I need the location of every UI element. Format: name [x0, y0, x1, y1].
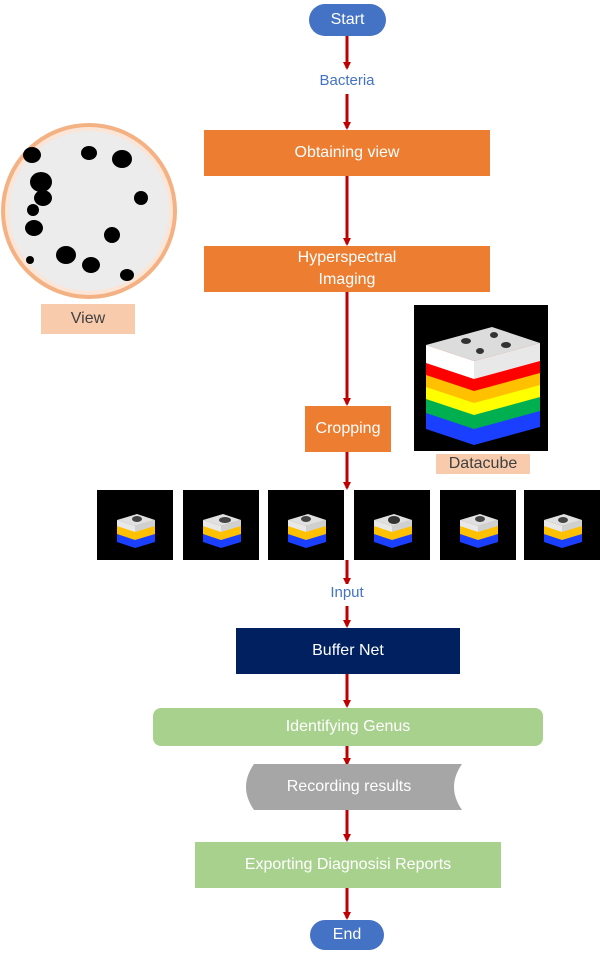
- cropped-datacube-icon: [288, 514, 326, 548]
- hyperspectral-imaging-label: Hyperspectral Imaging: [297, 249, 397, 288]
- input-label: Input: [300, 584, 394, 606]
- cropped-cube-6: [524, 490, 600, 560]
- identifying-genus-step: Identifying Genus: [153, 708, 543, 746]
- cropping-step: Cropping: [305, 406, 391, 452]
- end-label: End: [332, 926, 362, 943]
- cropped-cube-3: [268, 490, 344, 560]
- identifying-genus-label: Identifying Genus: [285, 718, 411, 735]
- bacteria-label: Bacteria: [292, 72, 402, 94]
- cropped-datacube-icon: [203, 514, 241, 548]
- stored-data-shape: [246, 764, 462, 810]
- obtaining-view-label: Obtaining view: [294, 144, 400, 161]
- hyperspectral-imaging-step: Hyperspectral Imaging: [204, 246, 490, 292]
- recording-results-step: Recording results: [236, 764, 462, 810]
- exporting-reports-step: Exporting Diagnosisi Reports: [195, 842, 501, 888]
- buffer-net-label: Buffer Net: [312, 642, 384, 659]
- cropped-cube-1: [97, 490, 173, 560]
- exporting-reports-label: Exporting Diagnosisi Reports: [244, 856, 452, 873]
- start-terminal: Start: [309, 4, 386, 36]
- start-label: Start: [330, 11, 365, 28]
- cropped-datacube-icon: [460, 514, 498, 548]
- cropped-cube-5: [440, 490, 516, 560]
- petri-dish-view-icon: [1, 123, 177, 299]
- cropped-datacube-icon: [544, 514, 582, 548]
- end-terminal: End: [310, 920, 384, 950]
- cropped-cube-2: [183, 490, 259, 560]
- obtaining-view-step: Obtaining view: [204, 130, 490, 176]
- recording-results-label: Recording results: [286, 778, 412, 795]
- buffer-net-step: Buffer Net: [236, 628, 460, 674]
- cropped-cube-4: [354, 490, 430, 560]
- view-caption: View: [41, 304, 135, 334]
- cropping-label: Cropping: [315, 420, 381, 437]
- cropped-datacube-icon: [117, 514, 155, 548]
- datacube-caption: Datacube: [436, 454, 530, 474]
- datacube-icon: [426, 327, 540, 445]
- datacube-image: [414, 305, 548, 451]
- cropped-datacube-icon: [374, 514, 412, 548]
